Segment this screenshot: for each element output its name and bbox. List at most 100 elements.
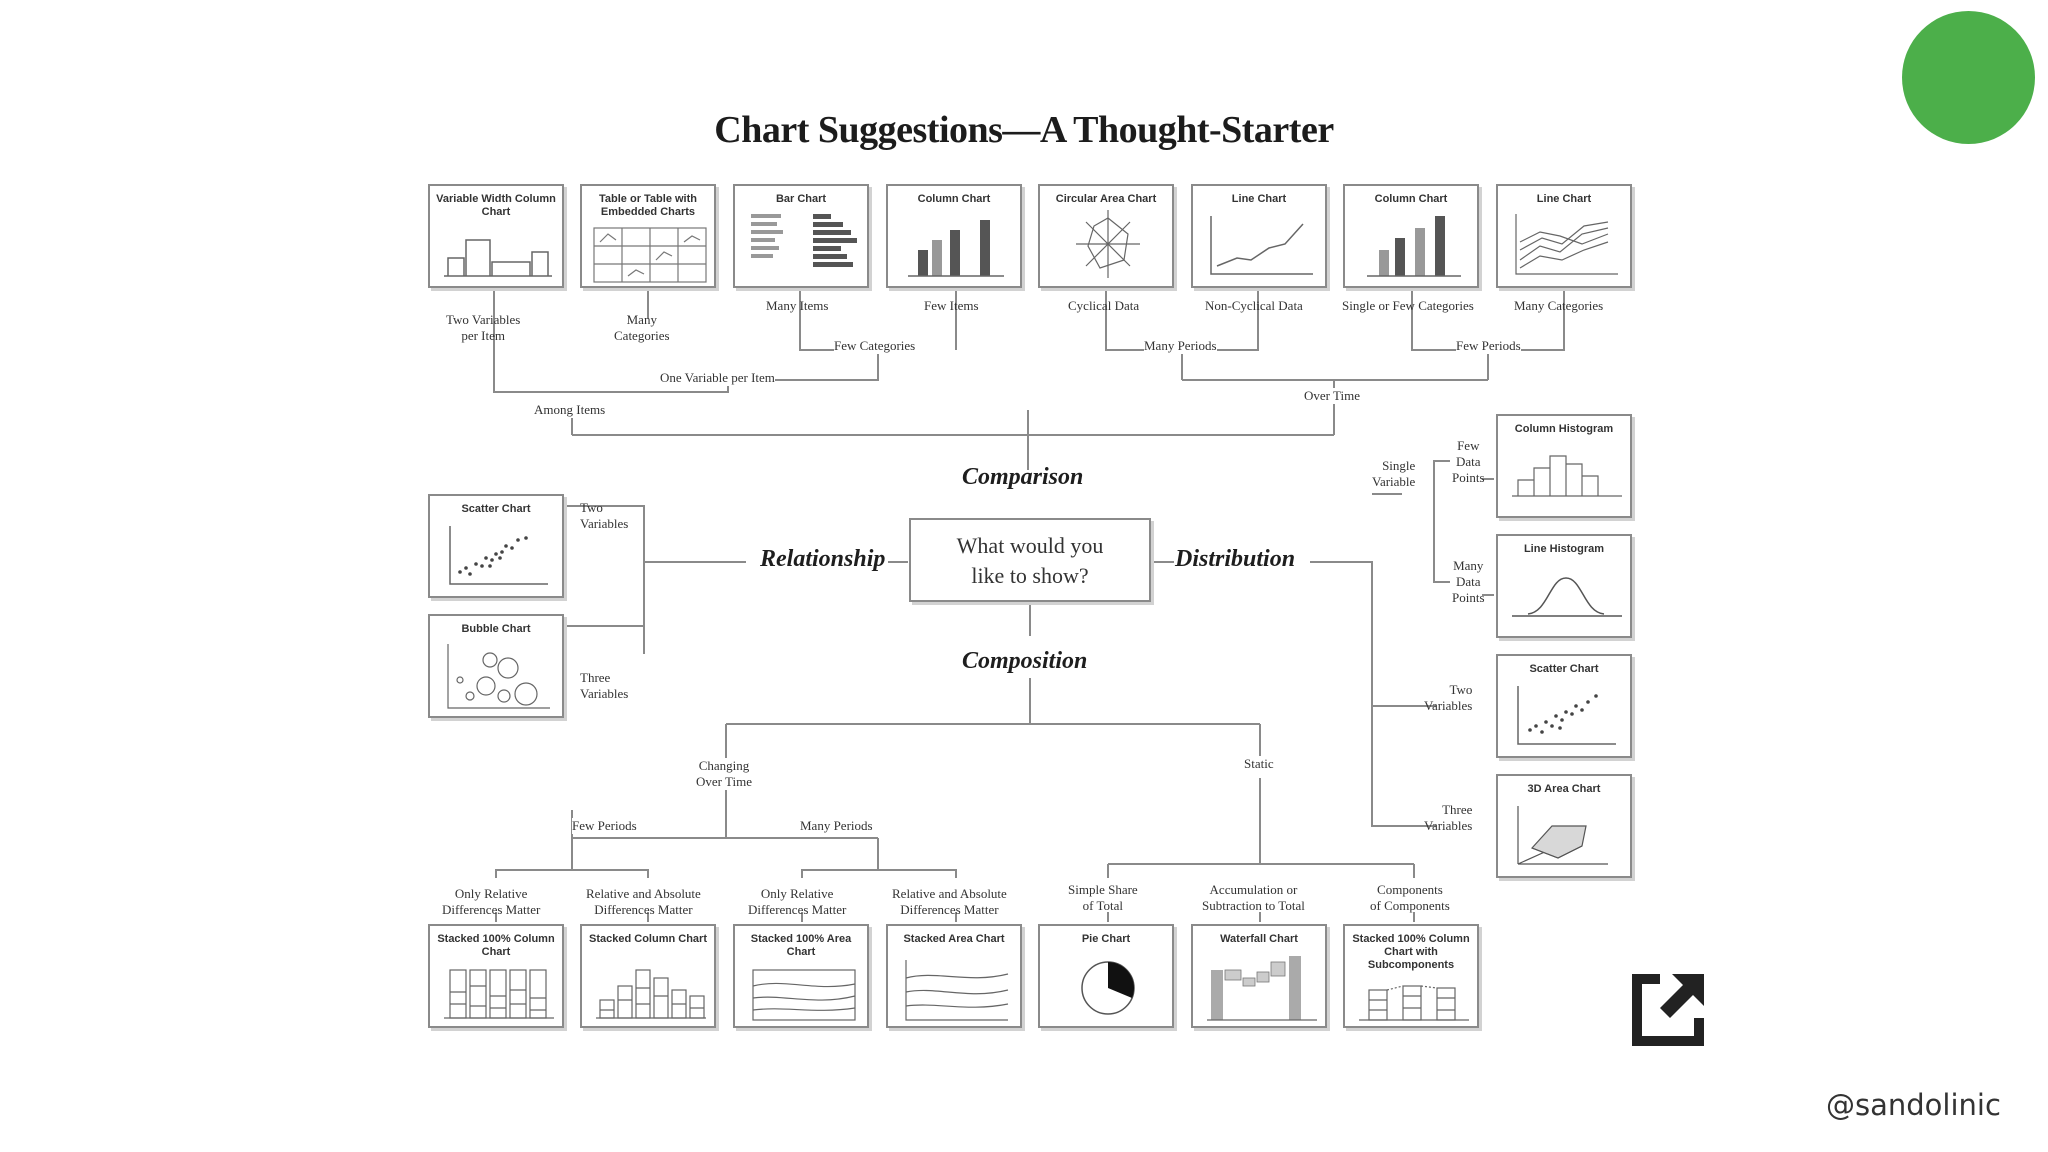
table-thumbnail <box>593 227 707 283</box>
scatter-thumbnail <box>449 526 548 585</box>
label-few-items: Few Items <box>924 298 979 313</box>
card-title: Pie Chart <box>1081 933 1131 945</box>
card-title: Scatter Chart <box>461 503 531 515</box>
card-3d-area-chart: 3D Area Chart <box>1496 774 1632 878</box>
card-column-chart-few-items: Column Chart <box>886 184 1022 288</box>
category-comparison: Comparison <box>962 464 1084 490</box>
question-line-1: What would you <box>956 533 1104 558</box>
scatter-distribution-thumbnail <box>1517 686 1616 745</box>
card-table-embedded-charts: Table or Table with Embedded Charts <box>580 184 716 288</box>
label-one-variable-per-item: One Variable per Item <box>660 370 775 386</box>
question-line-2: like to show? <box>971 563 1089 588</box>
card-scatter-chart-distribution: Scatter Chart <box>1496 654 1632 758</box>
card-stacked-column-chart: Stacked Column Chart <box>580 924 716 1028</box>
card-title: Line Chart <box>1231 193 1287 205</box>
line-histogram-thumbnail <box>1512 577 1622 617</box>
card-title: Stacked 100% Area Chart <box>750 933 852 958</box>
card-title: Line Histogram <box>1523 543 1605 555</box>
label-few-periods-top: Few Periods <box>1456 338 1521 354</box>
label-static: Static <box>1244 756 1274 772</box>
label-many-periods-bottom: Many Periods <box>800 818 873 834</box>
card-column-histogram: Column Histogram <box>1496 414 1632 518</box>
label-cyclical-data: Cyclical Data <box>1068 298 1140 313</box>
card-line-chart-non-cyclical: Line Chart <box>1191 184 1327 288</box>
bubble-thumbnail <box>447 644 550 709</box>
card-title: Scatter Chart <box>1529 663 1599 675</box>
label-over-time: Over Time <box>1304 388 1360 404</box>
label-few-periods-bottom: Few Periods <box>572 818 637 834</box>
author-credit: @sandolinic <box>1826 1088 2001 1122</box>
column-histogram-thumbnail <box>1512 455 1622 497</box>
column-chart-thumbnail <box>908 220 1004 277</box>
card-stacked-area-chart: Stacked Area Chart <box>886 924 1022 1028</box>
card-bubble-chart: Bubble Chart <box>428 614 564 718</box>
stacked-column-thumbnail <box>596 969 706 1019</box>
card-stacked-100-area-chart: Stacked 100% Area Chart <box>733 924 869 1028</box>
card-line-chart-many-categories: Line Chart <box>1496 184 1632 288</box>
card-title: Bar Chart <box>775 193 827 205</box>
card-title: Line Chart <box>1536 193 1592 205</box>
card-title: Stacked 100% Column Chart with Subcompon… <box>1352 933 1470 971</box>
column-chart-time-thumbnail <box>1367 216 1461 277</box>
card-title: Column Chart <box>917 193 991 205</box>
card-waterfall-chart: Waterfall Chart <box>1191 924 1327 1028</box>
card-line-histogram: Line Histogram <box>1496 534 1632 638</box>
variable-width-column-thumbnail <box>444 239 552 277</box>
card-column-chart-over-time: Column Chart <box>1343 184 1479 288</box>
slide-title: Chart Suggestions—A Thought-Starter <box>714 109 1334 151</box>
card-title: Stacked Area Chart <box>903 933 1005 945</box>
label-non-cyclical-data: Non-Cyclical Data <box>1205 298 1303 313</box>
label-among-items: Among Items <box>534 402 606 418</box>
card-scatter-chart-relationship: Scatter Chart <box>428 494 564 598</box>
card-stacked-100-column-subcomponents: Stacked 100% Column Chart with Subcompon… <box>1343 924 1479 1028</box>
label-few-categories: Few Categories <box>834 338 916 354</box>
stacked-100-column-thumbnail <box>444 969 554 1019</box>
card-title: Stacked 100% Column Chart <box>437 933 555 958</box>
category-distribution: Distribution <box>1175 546 1296 572</box>
label-single-or-few-categories: Single or Few Categories <box>1342 298 1474 313</box>
stacked-100-area-thumbnail <box>752 969 856 1021</box>
line-chart-thumbnail <box>1210 216 1313 275</box>
label-many-categories: Many Categories <box>1514 298 1604 313</box>
stacked-subcomponents-thumbnail <box>1359 985 1469 1021</box>
card-stacked-100-column-chart: Stacked 100% Column Chart <box>428 924 564 1028</box>
category-relationship: Relationship <box>760 546 886 572</box>
multi-line-chart-thumbnail <box>1515 214 1618 275</box>
waterfall-thumbnail <box>1207 956 1317 1021</box>
expand-icon[interactable] <box>1626 968 1710 1052</box>
card-variable-width-column-chart: Variable Width Column Chart <box>428 184 564 288</box>
card-title: 3D Area Chart <box>1527 783 1601 795</box>
card-title: Column Histogram <box>1514 423 1614 435</box>
card-pie-chart: Pie Chart <box>1038 924 1174 1028</box>
3d-area-thumbnail <box>1517 806 1608 865</box>
expand-icon-glyph <box>1632 974 1704 1046</box>
card-title: Waterfall Chart <box>1220 933 1298 945</box>
card-title: Bubble Chart <box>461 623 531 635</box>
card-title: Circular Area Chart <box>1055 193 1157 205</box>
card-title: Column Chart <box>1374 193 1448 205</box>
card-title: Variable Width Column Chart <box>436 193 556 218</box>
pie-chart-thumbnail <box>1081 961 1135 1015</box>
question-box: What would you like to show? <box>909 518 1151 602</box>
card-title: Table or Table with Embedded Charts <box>599 193 697 218</box>
category-composition: Composition <box>962 648 1088 674</box>
stacked-area-thumbnail <box>905 960 1009 1021</box>
